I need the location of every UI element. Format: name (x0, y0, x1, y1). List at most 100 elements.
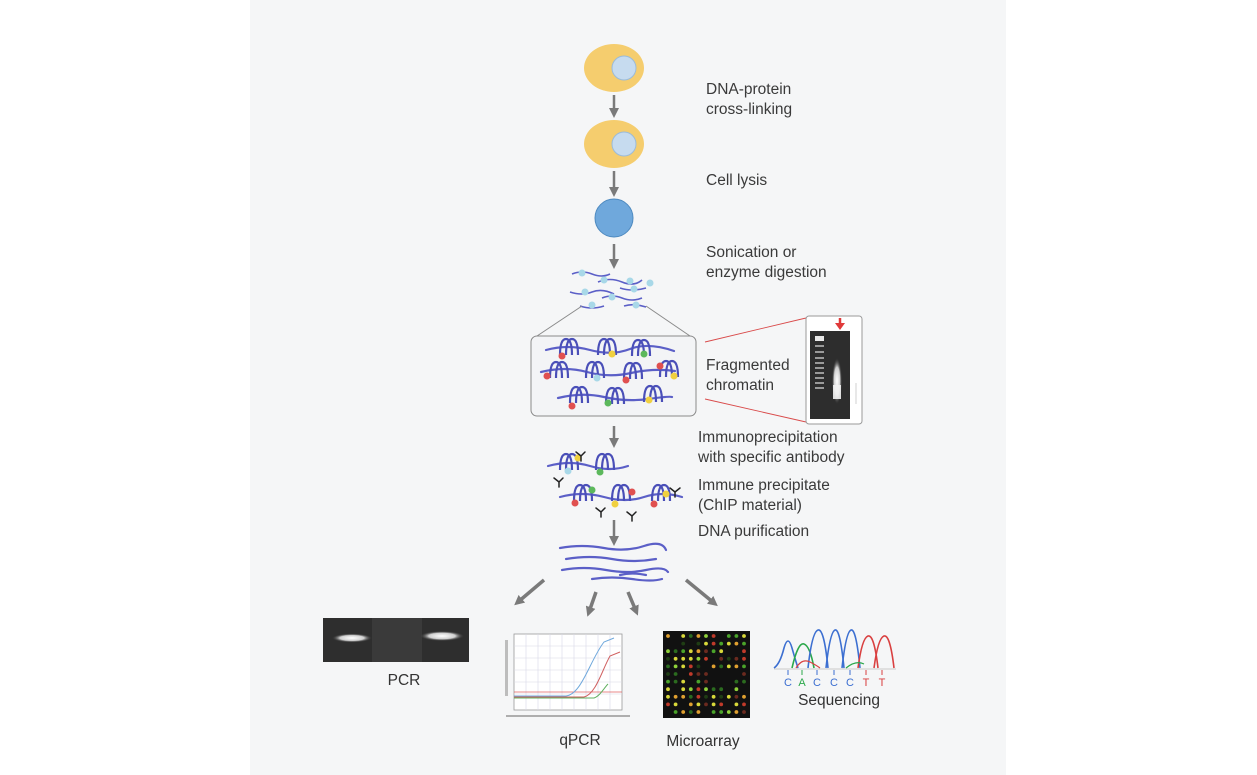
base-call-6: T (863, 677, 870, 689)
caption-qpcr: qPCR (559, 732, 601, 749)
microarray-spot (734, 710, 739, 714)
microarray-spot (666, 656, 670, 661)
label-fragmented: Fragmented chromatin (706, 356, 790, 396)
microarray-spot (726, 641, 731, 646)
microarray-spot (734, 679, 739, 684)
microarray-spot (726, 664, 731, 669)
label-immunoprecipitation: Immunoprecipitation with specific antibo… (698, 428, 844, 468)
microarray-spot (666, 679, 670, 684)
microarray-spot (704, 702, 708, 707)
purified-dna (558, 542, 670, 582)
label-dna-purification: DNA purification (698, 523, 810, 540)
microarray-spot (704, 679, 708, 684)
microarray-spot (734, 694, 739, 699)
microarray-spot (704, 672, 708, 676)
microarray-spot (696, 687, 701, 692)
microarray-spot (666, 664, 670, 669)
microarray-spot (696, 694, 701, 699)
microarray-image (663, 631, 750, 718)
base-call-7: T (879, 677, 886, 689)
label-immunoprecipitation-line2: with specific antibody (698, 449, 845, 466)
microarray-spot (734, 656, 739, 661)
zoom-line-right (645, 305, 691, 337)
microarray-spot (742, 679, 746, 684)
gel-link-line-bottom (704, 398, 807, 423)
label-immune-precipitate-line1: Immune precipitate (698, 477, 830, 494)
microarray-spot (719, 687, 724, 692)
microarray-spot (726, 694, 731, 699)
microarray-spot (688, 687, 693, 692)
microarray-spot (742, 702, 746, 707)
microarray-spot (696, 634, 701, 638)
microarray-spot (696, 702, 701, 707)
gel-link-line-top (704, 317, 807, 343)
base-call-3: C (813, 677, 821, 689)
microarray-spot (734, 634, 739, 638)
microarray-spot (681, 656, 686, 661)
nucleus-released (594, 198, 634, 238)
label-sonication: Sonication or enzyme digestion (706, 243, 827, 283)
microarray-spot (719, 656, 724, 661)
arrow-to-microarray (626, 591, 639, 616)
arrow-to-sequencing (684, 578, 718, 607)
base-calls: C A C C C T T (784, 677, 886, 689)
microarray-spot (696, 679, 701, 684)
microarray-spot (681, 634, 686, 638)
base-call-4: C (830, 677, 838, 689)
microarray-spot (711, 664, 716, 669)
microarray-spot (704, 694, 708, 699)
microarray-spot (704, 649, 708, 654)
microarray-spot (666, 672, 670, 676)
cell-lysis-cell (584, 120, 644, 168)
caption-pcr: PCR (387, 672, 421, 689)
label-fragmented-line2: chromatin (706, 377, 775, 394)
microarray-spot (719, 702, 724, 707)
base-call-2: A (798, 677, 806, 689)
microarray-spot (673, 710, 678, 714)
microarray-spot (726, 710, 731, 714)
microarray-spot (681, 694, 686, 699)
microarray-spot (726, 656, 731, 661)
microarray-spot (688, 672, 693, 676)
caption-sequencing: Sequencing (798, 692, 880, 709)
label-immune-precipitate: Immune precipitate (ChIP material) (698, 476, 830, 516)
microarray-spot (696, 649, 701, 654)
microarray-spot (696, 710, 701, 714)
microarray-spot (688, 694, 693, 699)
arrow-to-qpcr (585, 591, 598, 617)
base-call-5: C (846, 677, 854, 689)
microarray-spot (673, 672, 678, 676)
base-call-1: C (784, 677, 792, 689)
microarray-spot (742, 672, 746, 676)
fragment-nucleosomes (578, 269, 654, 309)
base-call-ticks (787, 670, 883, 675)
microarray-spot (696, 672, 701, 676)
microarray-spot (711, 649, 716, 654)
arrow-to-pcr (514, 578, 546, 606)
microarray-spot (673, 702, 678, 707)
microarray-spot (734, 687, 739, 692)
label-crosslinking: DNA-protein cross-linking (706, 80, 792, 120)
microarray-spot (704, 656, 708, 661)
microarray-spot (719, 664, 724, 669)
pcr-gel-image (323, 618, 469, 662)
label-crosslinking-line2: cross-linking (706, 101, 793, 118)
cell-crosslinked (584, 44, 644, 92)
microarray-spot (681, 710, 686, 714)
microarray-spot (696, 664, 701, 669)
microarray-spot (681, 664, 686, 669)
microarray-spot (681, 641, 686, 646)
microarray-spot (673, 656, 678, 661)
label-cell-lysis: Cell lysis (706, 172, 768, 189)
label-immune-precipitate-line2: (ChIP material) (698, 497, 802, 514)
microarray-spot (704, 641, 708, 646)
caption-microarray: Microarray (666, 733, 740, 750)
qpcr-amplification-plot (505, 633, 630, 717)
microarray-spot (673, 649, 678, 654)
microarray-spot (742, 649, 746, 654)
microarray-spot (688, 664, 693, 669)
microarray-spot (726, 634, 731, 638)
microarray-spot (666, 694, 670, 699)
